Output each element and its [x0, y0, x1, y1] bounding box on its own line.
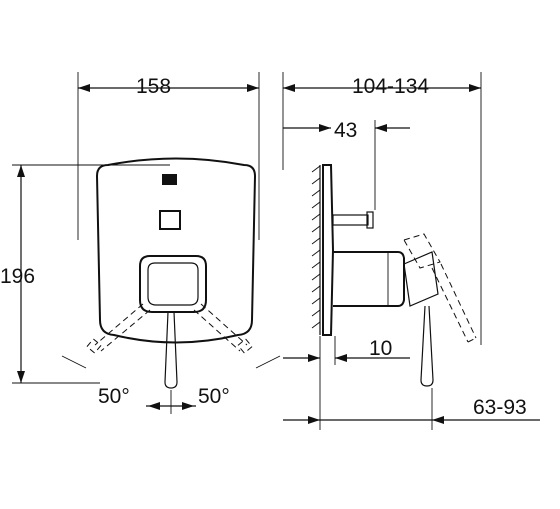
- side-diverter-knob: [332, 214, 369, 226]
- cover-plate: [95, 157, 257, 344]
- lever-stem: [164, 311, 178, 389]
- side-lever-range-label: 63-93: [473, 396, 527, 419]
- side-diverter-cap: [366, 211, 374, 229]
- side-cover-plate: [322, 164, 335, 336]
- front-view: [12, 72, 281, 414]
- side-offset-label: 43: [334, 119, 357, 142]
- front-width-label: 158: [136, 75, 171, 98]
- side-lever: [403, 251, 439, 307]
- side-handle-body: [333, 251, 405, 307]
- angle-left-label: 50°: [98, 385, 130, 408]
- wall-hatching: [311, 165, 321, 329]
- side-wall-gap-label: 10: [369, 337, 392, 360]
- handle-inner: [147, 262, 199, 306]
- side-view: [282, 72, 540, 430]
- diverter-button: [159, 210, 181, 230]
- lever-rotated-right: [193, 303, 253, 354]
- side-lever-rotated: [403, 233, 477, 343]
- lever-rotated-left: [86, 303, 151, 354]
- angle-right-label: 50°: [198, 385, 230, 408]
- front-height-label: 196: [0, 265, 35, 288]
- logo-mark: [162, 174, 177, 185]
- handle-outer: [139, 255, 207, 313]
- side-projection-label: 104-134: [352, 75, 429, 98]
